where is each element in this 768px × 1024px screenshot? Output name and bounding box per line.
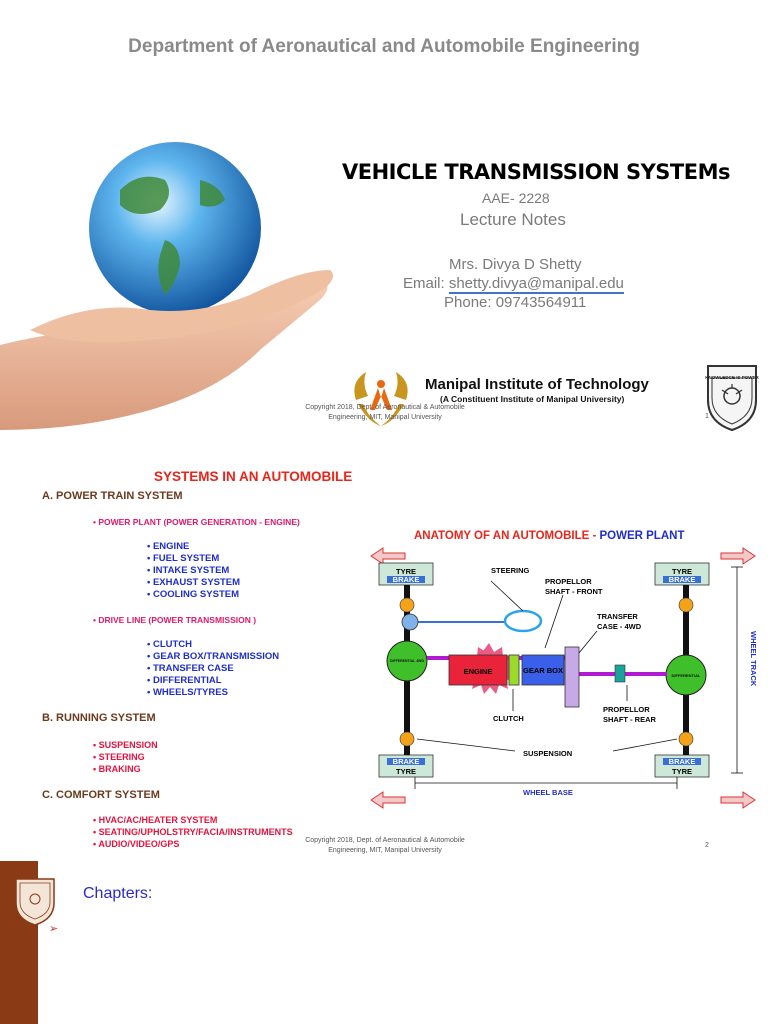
section-b-heading: B. RUNNING SYSTEM bbox=[42, 712, 156, 724]
university-seal-icon bbox=[707, 365, 757, 432]
email-label: Email: bbox=[403, 275, 449, 292]
title-slide: Department of Aeronautical and Automobil… bbox=[0, 0, 768, 433]
mit-logo-icon bbox=[354, 372, 408, 426]
email-link[interactable]: shetty.divya@manipal.edu bbox=[448, 275, 624, 294]
brake-label-tr: BRAKE bbox=[669, 575, 696, 584]
institute-name: Manipal Institute of Technology bbox=[425, 376, 649, 393]
differential-label: DIFFERENTIAL bbox=[672, 673, 701, 678]
wheel-track-label: WHEEL TRACK bbox=[749, 631, 758, 687]
list-item: • HVAC/AC/HEATER SYSTEM bbox=[93, 815, 218, 825]
tyre-label-bl: TYRE bbox=[396, 767, 416, 776]
power-plant-item: • POWER PLANT (POWER GENERATION - ENGINE… bbox=[93, 517, 300, 527]
department-title: Department of Aeronautical and Automobil… bbox=[128, 36, 640, 57]
suspension-label: SUSPENSION bbox=[523, 749, 572, 758]
transfer-label-2: CASE - 4WD bbox=[597, 622, 642, 631]
list-item: • WHEELS/TYRES bbox=[147, 687, 228, 698]
bullet-arrow-icon: ➢ bbox=[49, 923, 59, 935]
tyre-label-tr: TYRE bbox=[672, 567, 692, 576]
systems-heading: SYSTEMS IN AN AUTOMOBILE bbox=[154, 469, 353, 484]
systems-slide: SYSTEMS IN AN AUTOMOBILE A. POWER TRAIN … bbox=[0, 433, 768, 861]
list-item: • ENGINE bbox=[147, 541, 190, 552]
drive-line-item: • DRIVE LINE (POWER TRANSMISSION ) bbox=[93, 615, 257, 625]
prop-rear-label-2: SHAFT - REAR bbox=[603, 715, 656, 724]
left-arrow-bottom-icon bbox=[370, 791, 406, 809]
globe-icon bbox=[89, 142, 261, 314]
differential-4wd-label: DIFFERENTIAL 4WD bbox=[390, 659, 424, 663]
page-number-2: 2 bbox=[705, 842, 709, 849]
transfer-label-1: TRANSFER bbox=[597, 612, 638, 621]
prop-front-label-2: SHAFT - FRONT bbox=[545, 587, 603, 596]
section-a-heading: A. POWER TRAIN SYSTEM bbox=[42, 490, 183, 502]
list-item: • INTAKE SYSTEM bbox=[147, 565, 230, 576]
list-item: • BRAKING bbox=[93, 764, 141, 774]
list-item: • TRANSFER CASE bbox=[147, 663, 234, 674]
tyre-label-br: TYRE bbox=[672, 767, 692, 776]
diagram-title-part-1: ANATOMY OF AN AUTOMOBILE - bbox=[414, 530, 600, 542]
section-c-heading: C. COMFORT SYSTEM bbox=[42, 789, 160, 801]
page-number-1: 1 bbox=[705, 413, 709, 420]
institute-subtitle: (A Constituent Institute of Manipal Univ… bbox=[440, 394, 625, 404]
list-item: • STEERING bbox=[93, 752, 145, 762]
seal-text: KNOWLEDGE IS POWER bbox=[705, 375, 759, 380]
course-code: AAE- 2228 bbox=[482, 190, 550, 206]
power-plant-list: • ENGINE • FUEL SYSTEM • INTAKE SYSTEM •… bbox=[147, 541, 240, 601]
diagram-title: ANATOMY OF AN AUTOMOBILE - POWER PLANT bbox=[414, 530, 684, 542]
comfort-list: • HVAC/AC/HEATER SYSTEM • SEATING/UPHOLS… bbox=[93, 814, 293, 850]
brake-label-bl: BRAKE bbox=[393, 757, 420, 766]
list-item: • GEAR BOX/TRANSMISSION bbox=[147, 651, 280, 662]
steering-label: STEERING bbox=[491, 566, 530, 575]
list-item: • COOLING SYSTEM bbox=[147, 589, 239, 600]
list-item: • CLUTCH bbox=[147, 639, 193, 650]
copyright-line-1: Copyright 2018, Dept. of Aeronautical & … bbox=[305, 837, 465, 844]
automobile-anatomy-diagram: TYRE BRAKE TYRE BRAKE BRAKE TYRE BRAKE T… bbox=[370, 547, 758, 809]
copyright-line-2: Engineering, MIT, Manipal University bbox=[328, 847, 442, 854]
prop-rear-label-1: PROPELLOR bbox=[603, 705, 650, 714]
tyre-label-tl: TYRE bbox=[396, 567, 416, 576]
email-line: Email: shetty.divya@manipal.edu bbox=[403, 275, 624, 294]
lecture-notes-label: Lecture Notes bbox=[460, 210, 566, 229]
left-arrow-icon bbox=[370, 547, 406, 565]
list-item: • FUEL SYSTEM bbox=[147, 553, 220, 564]
drive-line-list: • CLUTCH • GEAR BOX/TRANSMISSION • TRANS… bbox=[147, 639, 279, 699]
clutch-label: CLUTCH bbox=[493, 714, 524, 723]
list-item: • DIFFERENTIAL bbox=[147, 675, 222, 686]
chapters-slide: Chapters: ➢ bbox=[0, 861, 768, 1024]
list-item: • SEATING/UPHOLSTRY/FACIA/INSTRUMENTS bbox=[93, 827, 293, 837]
copyright-line-2: Engineering, MIT, Manipal University bbox=[328, 414, 442, 421]
right-arrow-bottom-icon bbox=[720, 791, 756, 809]
chapters-heading: Chapters: bbox=[83, 885, 153, 902]
brake-label-tl: BRAKE bbox=[393, 575, 420, 584]
engine-label: ENGINE bbox=[464, 667, 493, 676]
course-title: VEHICLE TRANSMISSION SYSTEMs bbox=[342, 160, 730, 184]
list-item: • AUDIO/VIDEO/GPS bbox=[93, 839, 180, 849]
prop-front-label-1: PROPELLOR bbox=[545, 577, 592, 586]
running-list: • SUSPENSION • STEERING • BRAKING bbox=[93, 739, 158, 775]
university-crest-icon bbox=[15, 878, 55, 926]
copyright-1: Copyright 2018, Dept. of Aeronautical & … bbox=[275, 403, 495, 423]
copyright-line-1: Copyright 2018, Dept. of Aeronautical & … bbox=[305, 404, 465, 411]
gearbox-label: GEAR BOX bbox=[523, 666, 563, 675]
copyright-2: Copyright 2018, Dept. of Aeronautical & … bbox=[275, 836, 495, 856]
list-item: • EXHAUST SYSTEM bbox=[147, 577, 241, 588]
phone-number: Phone: 09743564911 bbox=[444, 294, 587, 311]
wheel-base-label: WHEEL BASE bbox=[523, 788, 573, 797]
right-arrow-icon bbox=[720, 547, 756, 565]
list-item: • SUSPENSION bbox=[93, 740, 158, 750]
author-name: Mrs. Divya D Shetty bbox=[449, 256, 582, 273]
globe-hands-illustration bbox=[0, 142, 334, 430]
diagram-title-part-2: POWER PLANT bbox=[599, 530, 685, 542]
brake-label-br: BRAKE bbox=[669, 757, 696, 766]
